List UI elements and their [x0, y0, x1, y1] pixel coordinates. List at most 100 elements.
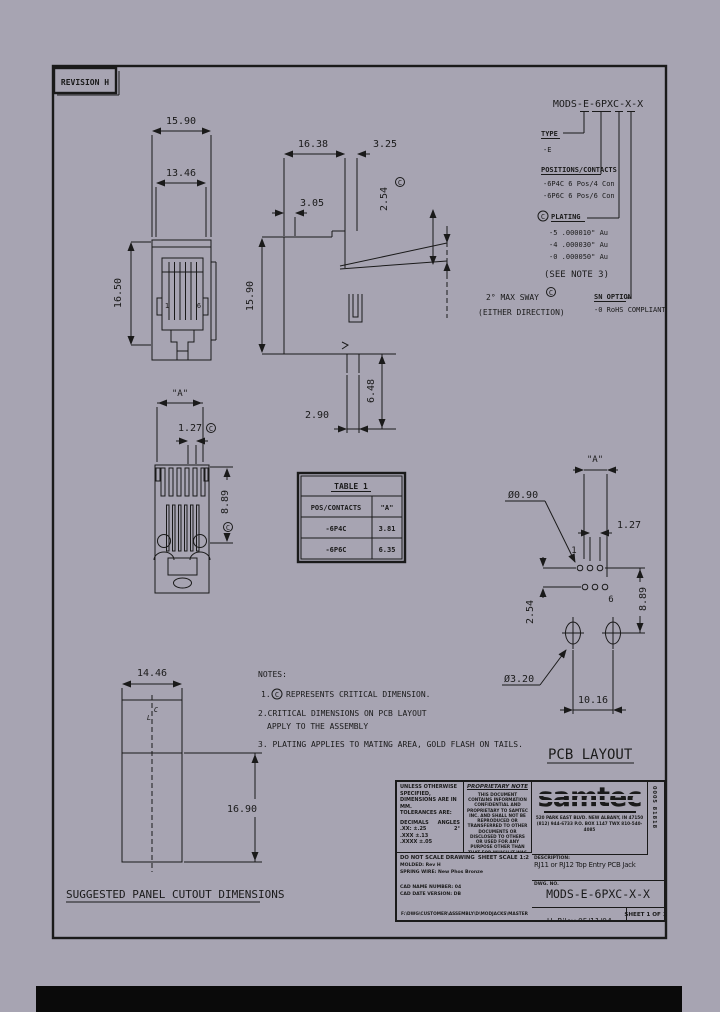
dim-front-width: 15.90 [166, 116, 196, 127]
dim-pcb-row: 2.54 [525, 600, 536, 624]
part-number-breakdown: MODS-E-6PXC-X-X TYPE -E POSITIONS/CONTAC… [537, 99, 666, 314]
dim-side-pitch: 2.54 [379, 187, 390, 211]
sheet-count: SHEET 1 OF 1 [624, 908, 664, 922]
side-code-strip: 0005 81818 [647, 782, 664, 855]
pcb-pin-first: 1 [571, 546, 576, 556]
notes-block: NOTES: 1. C REPRESENTS CRITICAL DIMENSIO… [258, 670, 523, 749]
brand-block: samtec 520 PARK EAST BLVD. NEW ALBANY, I… [532, 782, 647, 855]
note-2-line2: APPLY TO THE ASSEMBLY [267, 722, 368, 731]
file-path: F:\DWG\CUSTOMER\ASSEMBLY\D\MODJACKS\MAST… [401, 911, 528, 917]
svg-text:C: C [549, 289, 553, 297]
tolerance-line: DIMENSIONS ARE IN MM. [400, 797, 457, 810]
samtec-logo: samtec [537, 784, 642, 811]
dim-side-lip: 3.05 [300, 198, 324, 209]
critical-dim-icon: C [271, 688, 283, 700]
drawing-info-block: DO NOT SCALE DRAWING SHEET SCALE 1:2 MOL… [397, 853, 532, 920]
note-2-line1: 2.CRITICAL DIMENSIONS ON PCB LAYOUT [258, 709, 427, 718]
table-title: TABLE 1 [334, 482, 368, 491]
dim-panel-width: 14.46 [137, 668, 167, 679]
critical-dim-icon: C [395, 177, 405, 187]
notes-heading: NOTES: [258, 670, 287, 679]
dim-side-depth: 16.38 [298, 139, 328, 150]
proprietary-body: THIS DOCUMENT CONTAINS INFORMATION CONFI… [467, 791, 528, 853]
front-pin-first: 1 [165, 302, 169, 310]
side-code: 0005 81818 [651, 786, 657, 830]
critical-dim-icon: C [206, 423, 216, 433]
dim-a-ref: "A" [587, 455, 603, 465]
description-value: RJ11 or RJ12 Top Entry PCB Jack [534, 861, 636, 869]
option-value: -0 RoHS COMPLIANT [594, 306, 666, 314]
tolerance-value: .XX: ±.25 [400, 826, 427, 832]
material-line: SPRING WIRE: New Phos Bronze [400, 869, 483, 875]
dim-a-ref: "A" [172, 389, 188, 399]
drawing-number-row: DWG. NO. MODS-E-6PXC-X-X [532, 881, 664, 908]
note-1-prefix: 1. [261, 690, 271, 699]
logo-underline [543, 810, 636, 814]
svg-text:C: C [398, 179, 402, 187]
plating-option: -5 .000010" Au [549, 229, 608, 237]
plating-note: (SEE NOTE 3) [544, 270, 609, 280]
proprietary-note: PROPRIETARY NOTE THIS DOCUMENT CONTAINS … [464, 782, 532, 853]
part-number: MODS-E-6PXC-X-X [553, 99, 643, 110]
sway-note-line1: 2° MAX SWAY [486, 293, 539, 302]
dim-side-offset: 2.90 [305, 410, 329, 421]
pcb-pin-last: 6 [608, 595, 613, 605]
svg-text:C: C [275, 691, 279, 699]
positions-label: POSITIONS/CONTACTS [541, 166, 617, 174]
dim-bottom-span: 8.89 [220, 490, 231, 514]
by-value: U. Riley 05/11/04 [546, 917, 612, 922]
dim-pcb-pitch: 1.27 [617, 520, 641, 531]
signature-row: BY: U. Riley 05/11/04 SHEET 1 OF 1 [532, 908, 664, 922]
bottom-view: "A" 1.27 C 8.89 [153, 389, 233, 594]
dim-pcb-mount: Ø3.20 [504, 673, 534, 685]
dim-pcb-mount-span: 10.16 [578, 695, 608, 706]
revision-box: REVISION H [52, 66, 120, 96]
plating-label: PLATING [551, 213, 581, 221]
sheet-scale-label: SHEET SCALE 1:2 [477, 855, 529, 861]
centerline-icon: C [154, 706, 159, 714]
tolerance-value: .XXX ±.13 [400, 832, 429, 839]
dim-front-height: 16.50 [113, 278, 124, 308]
svg-text:C: C [541, 213, 545, 221]
brand-phone: (812) 944-6733 P.O. BOX 1147 TWX 810-540… [536, 821, 643, 832]
front-view: 15.90 13.46 16.50 1 6 [113, 116, 217, 361]
by-label: BY: [534, 921, 542, 922]
table-1: TABLE 1 POS/CONTACTS "A" -6P4C 3.81 -6P6… [296, 471, 407, 564]
material-line: CAD NAME NUMBER: 04 [400, 884, 462, 890]
description-label: DESCRIPTION: [534, 856, 570, 861]
material-line: MOLDED: Rev H [400, 862, 441, 868]
table-cell: -6P6C [325, 546, 346, 554]
dwg-no-label: DWG. NO. [534, 882, 559, 887]
positions-option: -6P4C 6 Pos/4 Con [543, 180, 615, 188]
dim-pcb-span: 8.89 [638, 587, 649, 611]
option-label: SN OPTION [594, 293, 632, 301]
plating-option: -4 .000030" Au [549, 241, 608, 249]
dwg-no-value: MODS-E-6PXC-X-X [546, 887, 650, 901]
table-cell: 3.81 [379, 525, 396, 533]
dim-front-opening: 13.46 [166, 168, 196, 179]
dim-side-height: 15.90 [245, 281, 256, 311]
critical-dim-icon: C [546, 287, 556, 297]
table-col-pos: POS/CONTACTS [311, 504, 362, 512]
table-cell: -6P4C [325, 525, 346, 533]
table-cell: 6.35 [379, 546, 396, 554]
do-not-scale-label: DO NOT SCALE DRAWING [400, 855, 475, 861]
dim-side-tail: 6.48 [366, 379, 377, 403]
critical-dim-icon: C [223, 522, 233, 532]
plating-option: -0 .000050" Au [549, 253, 608, 261]
critical-dim-icon: C [537, 210, 549, 222]
front-pin-last: 6 [197, 302, 201, 310]
sheet-border-frame [51, 64, 668, 940]
note-1-text: REPRESENTS CRITICAL DIMENSION. [286, 690, 431, 699]
type-label: TYPE [541, 130, 558, 138]
description-row: DESCRIPTION: RJ11 or RJ12 Top Entry PCB … [532, 855, 664, 881]
dim-panel-height: 16.90 [227, 804, 257, 815]
dim-bottom-pitch: 1.27 [178, 423, 202, 434]
panel-cutout-caption: SUGGESTED PANEL CUTOUT DIMENSIONS [66, 888, 285, 901]
brand-address: 520 PARK EAST BLVD. NEW ALBANY, IN 47150 [535, 815, 644, 821]
dim-side-tab: 3.25 [373, 139, 397, 150]
pcb-layout-caption: PCB LAYOUT [548, 747, 633, 763]
sway-note-line2: (EITHER DIRECTION) [478, 308, 565, 317]
